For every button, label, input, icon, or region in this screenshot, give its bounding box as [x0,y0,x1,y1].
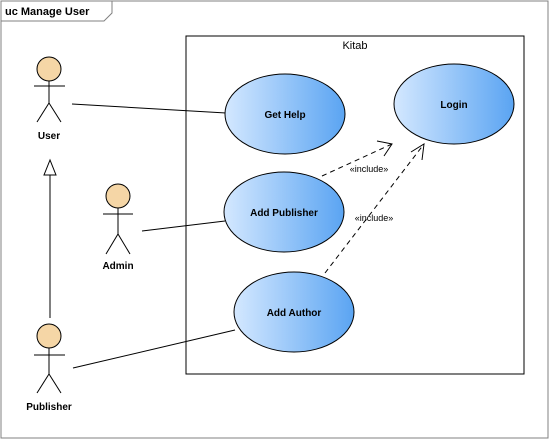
association-publisher-add-author[interactable] [72,329,236,369]
include-add-author-login[interactable] [324,143,425,274]
include-stereotype-label: «include» [355,213,394,223]
use-case-label: Add Author [267,308,322,319]
actor-label: User [38,131,60,142]
include-arrowhead [410,143,425,161]
include-add-publisher-login[interactable] [321,140,393,177]
association-admin-add-publisher[interactable] [141,220,226,232]
actor-head [36,323,62,349]
actor-label: Admin [102,261,133,272]
actor-user[interactable]: User [34,56,65,142]
actor-head [36,56,62,82]
use-case-login[interactable]: Login [393,63,515,145]
frame-label: uc Manage User [5,6,90,18]
actor-head [105,183,131,209]
actor-admin[interactable]: Admin [102,183,134,272]
generalization-arrowhead [43,158,57,176]
generalization-publisher-user[interactable] [43,158,57,318]
use-case-label: Add Publisher [250,208,318,219]
actor-label: Publisher [26,402,72,413]
system-boundary-title: Kitab [342,40,367,52]
frame-tab [0,0,113,22]
use-case-get-help[interactable]: Get Help [224,73,346,155]
include-stereotype-label: «include» [350,164,389,174]
actor-publisher[interactable]: Publisher [26,323,72,413]
use-case-label: Get Help [264,110,305,121]
include-arrowhead [376,140,393,157]
use-case-label: Login [440,100,467,111]
use-case-add-author[interactable]: Add Author [233,271,355,353]
association-user-get-help[interactable] [71,103,227,114]
use-case-add-publisher[interactable]: Add Publisher [223,171,345,253]
